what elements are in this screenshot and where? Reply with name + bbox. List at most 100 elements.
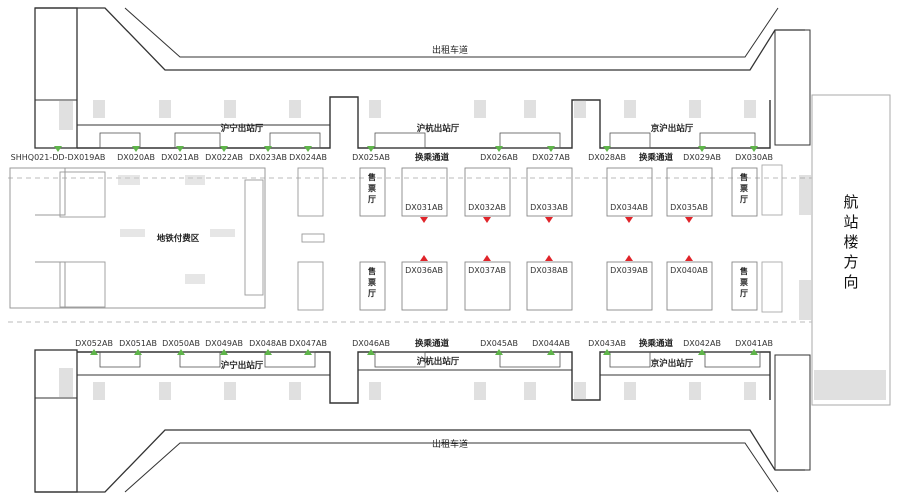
hall-bot-left-label: 沪宁出站厅 (221, 360, 264, 371)
gate-label-top: DX024AB (289, 153, 327, 162)
taxi-road-bottom-outline (35, 429, 805, 493)
gate-marker-mid-bottom (545, 255, 553, 261)
gate-label-bottom: DX051AB (119, 339, 157, 348)
ticket-office-1 (359, 167, 386, 217)
left-block-top-inner (34, 99, 78, 149)
gate-marker-bottom (264, 349, 272, 355)
platform-box-bottom-2 (464, 261, 511, 311)
gate-label-top: DX025AB (352, 153, 390, 162)
gate-marker-bottom (547, 349, 555, 355)
gate-label-mid-bottom: DX037AB (468, 266, 506, 275)
platform-box-bottom-3 (526, 261, 573, 311)
gate-marker-top (547, 146, 555, 152)
metro-inner-right (244, 179, 264, 296)
gate-marker-bottom (220, 349, 228, 355)
gate-marker-bottom (90, 349, 98, 355)
taxi-road-bottom-inner (124, 442, 779, 493)
ticket-office-label-4: 厅 (740, 289, 748, 298)
gate-marker-bottom (304, 349, 312, 355)
gate-marker-mid-bottom (625, 255, 633, 261)
ticket-office-label-4: 售 (739, 266, 748, 276)
platform-box-top-3 (526, 167, 573, 217)
gate-marker-bottom (603, 349, 611, 355)
gate-label-bottom: DX050AB (162, 339, 200, 348)
gate-label-bottom: DX046AB (352, 339, 390, 348)
hall-top-left-box3 (269, 132, 321, 149)
gate-label-bottom: DX052AB (75, 339, 113, 348)
platform-box-top-1 (401, 167, 448, 217)
gate-marker-mid-top (685, 217, 693, 223)
gate-label-top: DX022AB (205, 153, 243, 162)
gate-label-top: DX026AB (480, 153, 518, 162)
hall-bot-mid-label: 沪杭出站厅 (417, 356, 460, 367)
transfer-top-mid-label: 换乘通道 (415, 152, 450, 163)
hall-bot-right-label: 京沪出站厅 (651, 358, 694, 369)
gate-marker-bottom (177, 349, 185, 355)
hall-top-right-label: 京沪出站厅 (651, 123, 694, 134)
terminal-char-2: 站 (843, 213, 858, 231)
gate-marker-top (54, 146, 62, 152)
platform-box-top-2 (464, 167, 511, 217)
left-block-bottom (34, 349, 78, 493)
hall-top-right-box2 (699, 132, 756, 149)
terminal-char-1: 航 (843, 193, 858, 211)
ticket-office-4 (731, 261, 758, 311)
gate-label-bottom: DX047AB (289, 339, 327, 348)
pillar-2 (301, 233, 325, 243)
terminal-label: 航 站 楼 方 向 (843, 193, 858, 291)
platform-box-bottom-1 (401, 261, 448, 311)
gate-label-mid-bottom: DX036AB (405, 266, 443, 275)
right-box-2 (761, 261, 783, 313)
gate-marker-bottom (134, 349, 142, 355)
hall-bot-left-box2 (179, 351, 221, 368)
metro-inner-box-left-bottom (59, 261, 106, 308)
transfer-bot-right-label: 换乘通道 (639, 338, 674, 349)
taxi-road-top-inner (124, 7, 779, 58)
ticket-office-label-4: 票 (739, 277, 748, 287)
gate-marker-top (367, 146, 375, 152)
ticket-office-label-3: 售 (739, 172, 748, 182)
gate-marker-top (698, 146, 706, 152)
pillar-3 (297, 261, 324, 311)
gate-label-bottom: DX043AB (588, 339, 626, 348)
gate-label-top: DX030AB (735, 153, 773, 162)
hall-bot-right-box (609, 351, 651, 368)
metro-paid-area-outline (9, 167, 266, 309)
gate-label-top: DX027AB (532, 153, 570, 162)
terminal-char-5: 向 (843, 273, 858, 291)
gate-label-mid-bottom: DX039AB (610, 266, 648, 275)
hall-top-mid-box2 (499, 132, 561, 149)
gate-label-mid-top: DX034AB (610, 203, 648, 212)
platform-box-top-4 (606, 167, 653, 217)
ticket-office-label-2: 厅 (368, 289, 376, 298)
gate-label-mid-bottom: DX038AB (530, 266, 568, 275)
gate-label-bottom: DX049AB (205, 339, 243, 348)
taxi-road-top-outline (35, 7, 805, 71)
gate-marker-mid-bottom (483, 255, 491, 261)
gate-marker-mid-top (545, 217, 553, 223)
gate-label-mid-top: DX035AB (670, 203, 708, 212)
ticket-office-2 (359, 261, 386, 311)
gate-marker-top (132, 146, 140, 152)
upper-corridor-outline (77, 96, 771, 149)
hall-top-mid-label: 沪杭出站厅 (417, 123, 460, 134)
gate-marker-mid-bottom (420, 255, 428, 261)
ticket-office-label-2: 票 (367, 277, 376, 287)
terminal-block (811, 94, 891, 406)
gate-label-bottom: DX045AB (480, 339, 518, 348)
taxi-road-bottom-label: 出租车道 (432, 438, 468, 450)
ticket-office-label-3: 票 (739, 183, 748, 193)
hall-bot-right-box2 (704, 351, 761, 368)
hall-top-mid-box (374, 132, 426, 149)
gate-label-bottom: DX042AB (683, 339, 721, 348)
left-block-top (34, 7, 78, 149)
gate-marker-mid-bottom (685, 255, 693, 261)
hall-top-left-box2 (174, 132, 221, 149)
gate-label-mid-bottom: DX040AB (670, 266, 708, 275)
platform-box-bottom-4 (606, 261, 653, 311)
left-block-bottom-inner (34, 349, 78, 399)
ticket-office-label-2: 售 (367, 266, 376, 276)
ticket-office-label-3: 厅 (740, 195, 748, 204)
ticket-office-label-1: 厅 (368, 195, 376, 204)
